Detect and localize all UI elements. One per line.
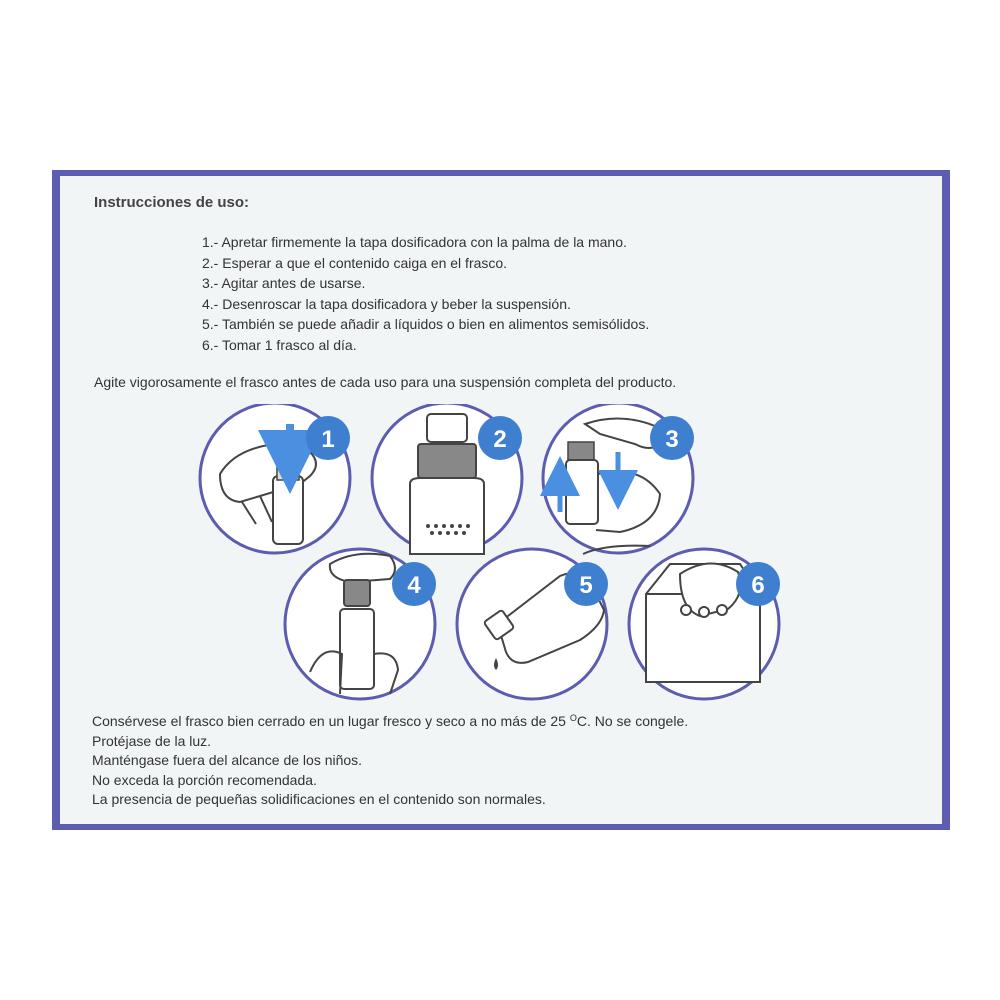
step-badge xyxy=(564,562,608,606)
step-illustrations: 1 2 3 xyxy=(198,404,781,701)
step-6-illustration: 6 xyxy=(627,547,781,701)
step-badge-number: 2 xyxy=(493,426,506,453)
step-item: 6.- Tomar 1 frasco al día. xyxy=(202,336,357,353)
step-item: 2.- Esperar a que el contenido caiga en … xyxy=(202,254,508,271)
note-line: La presencia de pequeñas solidificacione… xyxy=(92,791,546,807)
step-badge-number: 3 xyxy=(665,426,678,453)
storage-notes: Consérvese el frasco bien cerrado en un … xyxy=(92,709,688,810)
step-4-illustration: 4 xyxy=(283,547,437,701)
step-badge-number: 4 xyxy=(407,572,421,599)
step-2-illustration: 2 xyxy=(370,404,524,555)
note-line: Protéjase de la luz. xyxy=(92,732,212,749)
step-1-illustration: 1 xyxy=(198,404,352,555)
steps-list: 1.- Apretar firmemente la tapa dosificad… xyxy=(202,232,649,355)
step-badge xyxy=(736,562,780,606)
note-line: Manténgase fuera del alcance de los niño… xyxy=(92,752,363,768)
storage-line: Consérvese el frasco bien cerrado en un … xyxy=(92,713,689,729)
step-badge xyxy=(650,416,694,460)
shake-note: Agite vigorosamente el frasco antes de c… xyxy=(94,374,677,390)
step-5-illustration: 5 xyxy=(455,547,609,701)
step-item: 1.- Apretar firmemente la tapa dosificad… xyxy=(202,234,627,250)
step-badge-number: 5 xyxy=(579,572,592,599)
step-badge xyxy=(478,416,522,460)
step-badge xyxy=(306,416,350,460)
step-badge xyxy=(392,562,436,606)
step-item: 5.- También se puede añadir a líquidos o… xyxy=(202,316,650,332)
note-line: No exceda la porción recomendada. xyxy=(92,771,317,788)
step-badge-number: 1 xyxy=(321,426,334,453)
step-badge-number: 6 xyxy=(751,572,764,599)
instructions-title: Instrucciones de uso: xyxy=(94,194,250,211)
step-item: 4.- Desenroscar la tapa dosificadora y b… xyxy=(202,295,571,312)
step-item: 3.- Agitar antes de usarse. xyxy=(202,275,366,291)
instruction-card: Instrucciones de uso: 1.- Apretar firmem… xyxy=(60,176,942,824)
step-3-illustration: 3 xyxy=(540,404,695,555)
